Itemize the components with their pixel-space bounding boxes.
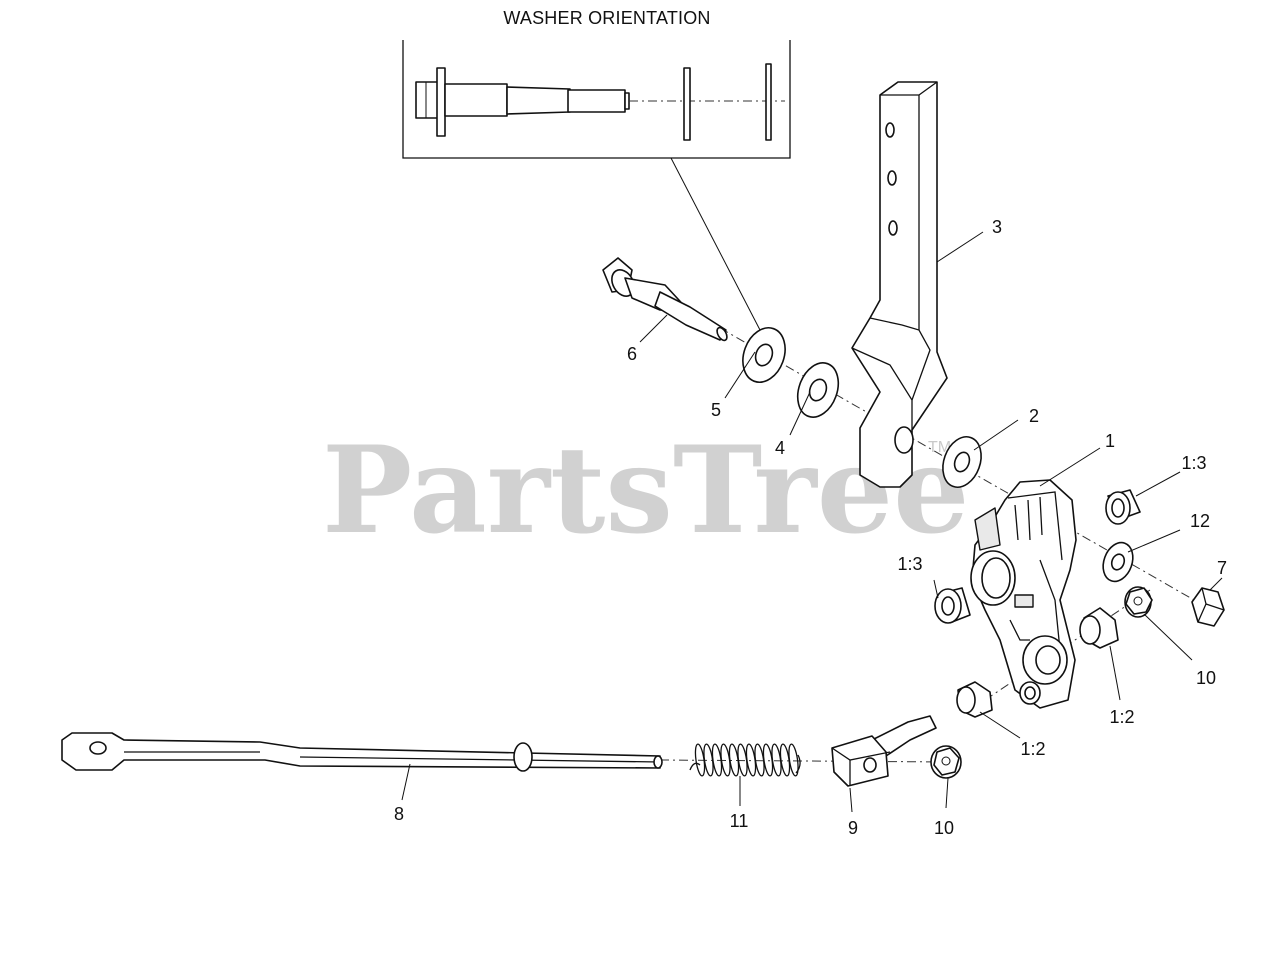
nut-part-7: [1191, 587, 1225, 627]
callout-3: 3: [992, 217, 1002, 237]
pivot-bracket-part-1: [970, 479, 1077, 709]
spring-part-11: [689, 743, 801, 777]
callout-1-3-lower: 1:2: [1020, 739, 1045, 759]
bushing-part-1-2-lower: [934, 587, 971, 624]
washer-part-5: [742, 327, 786, 383]
inset-frame: [402, 40, 791, 159]
washer-part-2: [942, 436, 982, 488]
callout-1: 1: [1105, 431, 1115, 451]
swivel-part-9: [831, 715, 937, 787]
callout-11: 11: [730, 811, 749, 831]
spring-coil: [788, 743, 799, 777]
spacer-part-1-3-lower: [956, 681, 993, 718]
washer-part-12: [1102, 541, 1134, 583]
callout-7: 7: [1217, 558, 1227, 578]
shoulder-bolt-part-6: [602, 257, 728, 342]
callout-8: 8: [394, 804, 404, 824]
callout-5: 5: [711, 400, 721, 420]
callout-4: 4: [775, 438, 785, 458]
inset-title: WASHER ORIENTATION: [503, 8, 710, 28]
inset-leader: [670, 157, 761, 331]
callout-labels: 3 6 5 4 2 1 1:3 12 1:3 7 10 1:2 1:2 10 9…: [394, 217, 1227, 838]
callout-1-2-lower: 1:3: [897, 554, 922, 574]
callout-9: 9: [848, 818, 858, 838]
bushing-part-1-2-upper: [1105, 489, 1141, 525]
flange-nut-part-10-upper: [1124, 586, 1153, 618]
inset-washers: [683, 63, 772, 141]
callout-1-2-upper: 1:3: [1181, 453, 1206, 473]
washer-orientation-inset: WASHER ORIENTATION: [402, 8, 791, 331]
washer-part-4: [796, 362, 840, 418]
callout-2: 2: [1029, 406, 1039, 426]
callout-6: 6: [627, 344, 637, 364]
callout-leaders: [401, 231, 1223, 813]
callout-1-3-upper: 1:2: [1109, 707, 1134, 727]
inset-bolt: [415, 67, 630, 137]
control-rod-part-8: [61, 732, 663, 772]
callout-10-lower: 10: [934, 818, 954, 838]
lever-arm-part-3: [851, 81, 948, 488]
spacer-part-1-3-upper: [1079, 607, 1119, 649]
callout-10-upper: 10: [1196, 668, 1216, 688]
callout-12: 12: [1190, 511, 1210, 531]
watermark-tm: TM: [928, 439, 951, 456]
flange-nut-part-10-lower: [930, 745, 962, 779]
